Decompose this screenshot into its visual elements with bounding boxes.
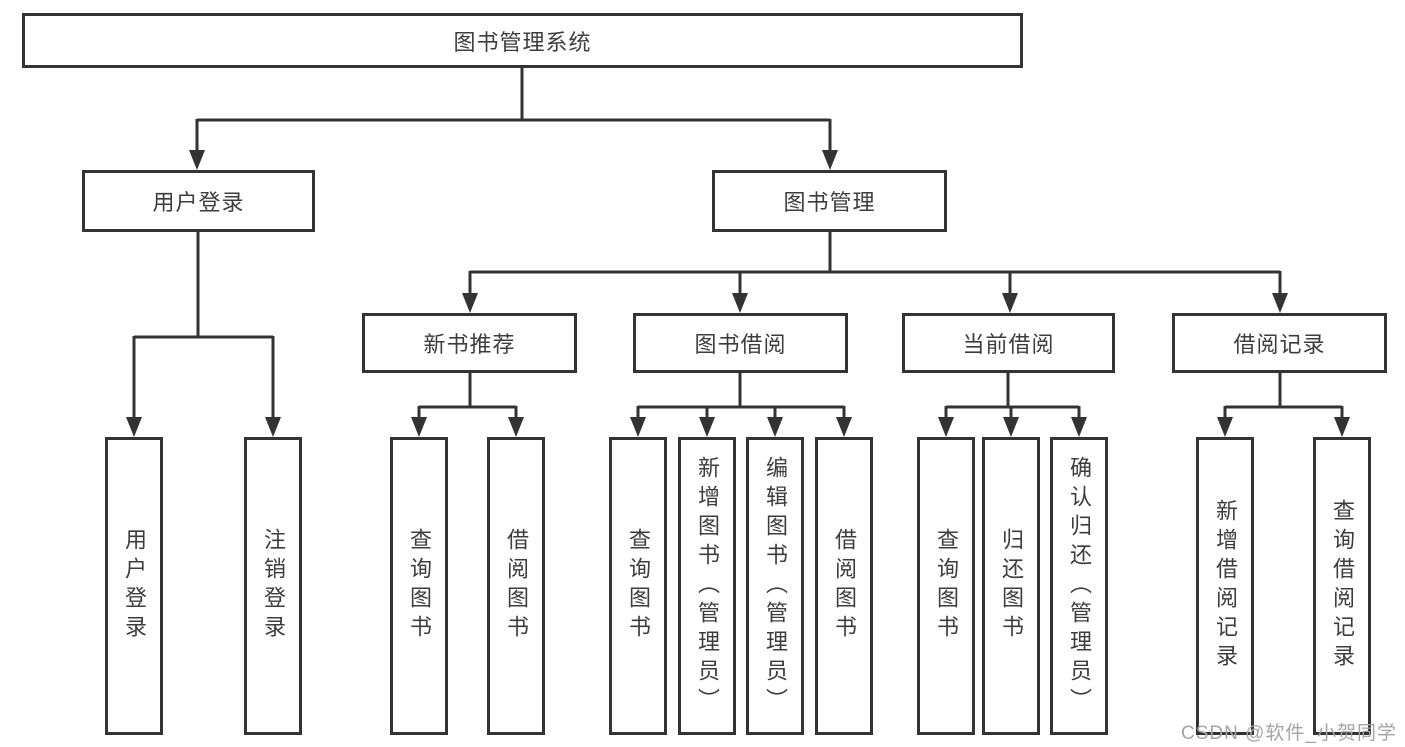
leaf-borrow-books-label: 借阅图书: [832, 528, 857, 644]
leaf-query-borrow-record: 查询借阅记录: [1313, 437, 1371, 735]
node-book-borrow: 图书借阅: [633, 313, 848, 373]
leaf-user-login-label: 用户登录: [122, 528, 147, 644]
node-book-management: 图书管理: [712, 170, 947, 232]
node-current-borrow: 当前借阅: [902, 313, 1115, 373]
leaf-add-books-admin-label: 新增图书（管理员）: [695, 455, 720, 717]
leaf-recommend-borrow-books-label: 借阅图书: [504, 528, 529, 644]
node-user-login: 用户登录: [82, 170, 315, 232]
node-new-book-recommend: 新书推荐: [362, 313, 577, 373]
leaf-query-borrow-record-label: 查询借阅记录: [1330, 499, 1355, 673]
leaf-logout-label: 注销登录: [261, 528, 286, 644]
csdn-watermark: CSDN @软件_小贺同学: [1181, 723, 1397, 744]
leaf-recommend-borrow-books: 借阅图书: [487, 437, 545, 735]
leaf-recommend-query-books: 查询图书: [390, 437, 448, 735]
leaf-edit-books-admin-label: 编辑图书（管理员）: [763, 455, 788, 717]
node-user-login-label: 用户登录: [152, 190, 245, 215]
leaf-return-books-label: 归还图书: [999, 528, 1024, 644]
node-new-book-recommend-label: 新书推荐: [423, 332, 516, 357]
node-root: 图书管理系统: [22, 13, 1023, 68]
leaf-add-borrow-record-label: 新增借阅记录: [1213, 499, 1238, 673]
leaf-borrow-query-books: 查询图书: [609, 437, 667, 735]
leaf-return-books: 归还图书: [982, 437, 1040, 735]
node-borrow-record: 借阅记录: [1172, 313, 1387, 373]
node-current-borrow-label: 当前借阅: [962, 332, 1055, 357]
leaf-borrow-books: 借阅图书: [815, 437, 873, 735]
leaf-recommend-query-books-label: 查询图书: [407, 528, 432, 644]
leaf-current-query-books-label: 查询图书: [934, 528, 959, 644]
leaf-logout: 注销登录: [244, 437, 302, 735]
leaf-edit-books-admin: 编辑图书（管理员）: [746, 437, 804, 735]
arrowheads: [126, 150, 1350, 437]
leaf-confirm-return-admin-label: 确认归还（管理员）: [1067, 455, 1092, 717]
node-borrow-record-label: 借阅记录: [1233, 332, 1326, 357]
leaf-add-books-admin: 新增图书（管理员）: [678, 437, 736, 735]
leaf-add-borrow-record: 新增借阅记录: [1196, 437, 1254, 735]
leaf-user-login: 用户登录: [105, 437, 163, 735]
leaf-current-query-books: 查询图书: [917, 437, 975, 735]
node-root-label: 图书管理系统: [453, 29, 592, 55]
node-book-borrow-label: 图书借阅: [694, 332, 787, 357]
leaf-confirm-return-admin: 确认归还（管理员）: [1050, 437, 1108, 735]
node-book-management-label: 图书管理: [783, 190, 876, 215]
leaf-borrow-query-books-label: 查询图书: [626, 528, 651, 644]
